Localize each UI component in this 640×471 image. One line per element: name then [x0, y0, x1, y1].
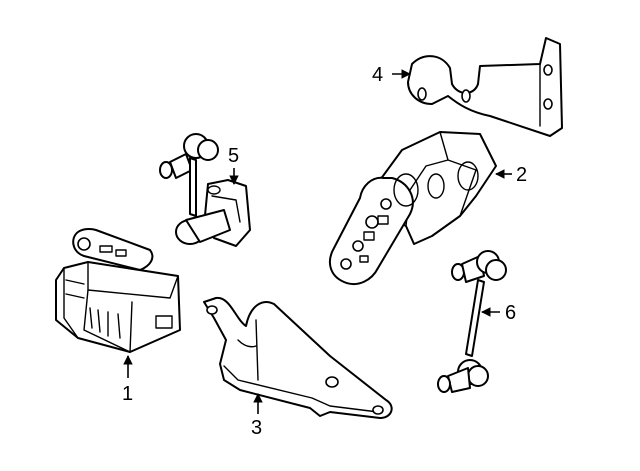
- callout-4: 4: [372, 64, 383, 86]
- part-1-sensor[interactable]: [55, 227, 181, 353]
- part-3-bracket[interactable]: [203, 296, 393, 419]
- callout-3: 3: [251, 417, 262, 439]
- part-6-link-rod[interactable]: [437, 250, 507, 393]
- part-4-bracket[interactable]: [407, 37, 563, 137]
- part-2-sensor-assembly[interactable]: [328, 131, 497, 286]
- callout-6: 6: [505, 302, 516, 324]
- callout-1: 1: [122, 383, 133, 405]
- callout-2: 2: [516, 164, 527, 186]
- callout-5: 5: [228, 145, 239, 167]
- part-5-link[interactable]: [159, 133, 251, 247]
